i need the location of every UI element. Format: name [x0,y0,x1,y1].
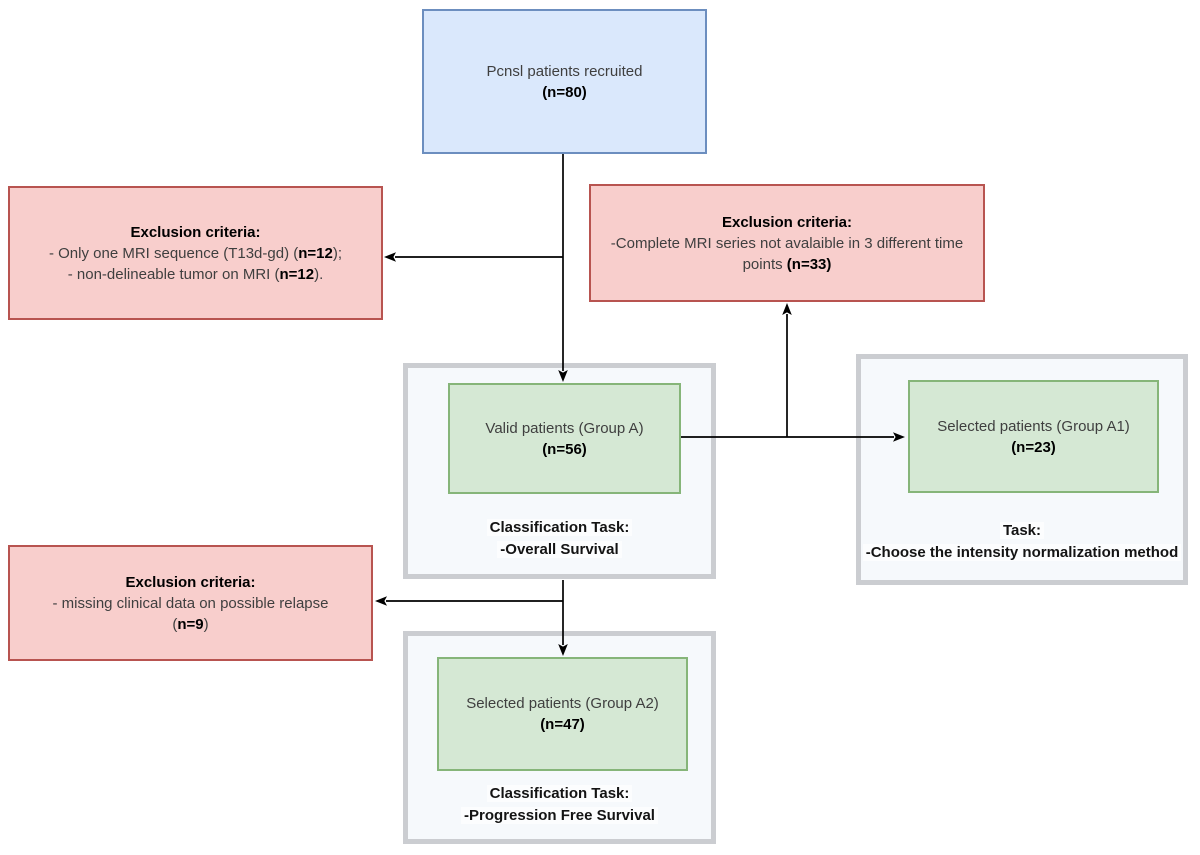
exclusion-item: - missing clinical data on possible rela… [52,594,329,612]
exclusion-item-text: ); [332,244,343,262]
exclusion-item: -Complete MRI series not avalaible in 3 … [597,233,977,275]
caption-body: -Overall Survival [408,539,711,561]
caption-body-text: -Overall Survival [497,541,622,558]
node-group-a1: Selected patients (Group A1) (n=23) [908,380,1159,493]
exclusion-item: - non-delineable tumor on MRI (n=12). [68,264,324,285]
node-exclusion-bottom-left: Exclusion criteria: - missing clinical d… [8,545,373,661]
caption-title: Classification Task: [408,783,711,805]
node-group-a2-label: Selected patients (Group A2) [466,695,659,712]
exclusion-item-text: - Only one MRI sequence (T13d-gd) ( [48,244,299,262]
node-group-a1-label: Selected patients (Group A1) [937,417,1130,435]
exclusion-item: (n=9) [172,614,208,635]
exclusion-item-count: n=12 [298,244,333,262]
caption-body: -Progression Free Survival [408,805,711,827]
node-exclusion-top-left: Exclusion criteria: - Only one MRI seque… [8,186,383,320]
caption-body-text: -Progression Free Survival [461,807,658,824]
node-group-a1-count: (n=23) [1011,438,1056,456]
exclusion-title: Exclusion criteria: [130,223,261,241]
caption-title-text: Task: [999,522,1045,539]
caption-body: -Choose the intensity normalization meth… [861,542,1183,564]
caption-body-text: -Choose the intensity normalization meth… [862,544,1182,561]
exclusion-item-count: n=12 [279,265,315,283]
exclusion-item-text: - non-delineable tumor on MRI ( [67,265,280,283]
exclusion-item-text: -Complete MRI series not avalaible in 3 … [610,234,964,273]
group-a2-panel: Selected patients (Group A2) (n=47) Clas… [403,631,716,844]
exclusion-item-text: ) [203,615,209,633]
group-a2-caption: Classification Task: -Progression Free S… [408,783,711,827]
node-recruited-count: (n=80) [542,83,587,101]
group-a-panel: Valid patients (Group A) (n=56) Classifi… [403,363,716,579]
exclusion-item: - Only one MRI sequence (T13d-gd) (n=12)… [49,243,342,264]
group-a-caption: Classification Task: -Overall Survival [408,517,711,561]
node-group-a2: Selected patients (Group A2) (n=47) [437,657,688,771]
caption-title-text: Classification Task: [486,785,633,802]
node-group-a2-count: (n=47) [540,716,585,733]
node-recruited-label: Pcnsl patients recruited [486,62,643,80]
node-exclusion-top-right: Exclusion criteria: -Complete MRI series… [589,184,985,302]
exclusion-item-text: ( [172,615,178,633]
caption-title: Task: [861,520,1183,542]
exclusion-item-count: (n=33) [786,255,832,273]
group-a1-panel: Selected patients (Group A1) (n=23) Task… [856,354,1188,585]
node-recruited: Pcnsl patients recruited (n=80) [422,9,707,154]
exclusion-title: Exclusion criteria: [125,573,256,591]
exclusion-item-count: n=9 [177,615,204,633]
caption-title-text: Classification Task: [486,519,633,536]
caption-title: Classification Task: [408,517,711,539]
group-a1-caption: Task: -Choose the intensity normalizatio… [861,520,1183,564]
exclusion-title: Exclusion criteria: [721,213,853,231]
exclusion-item-text: ). [314,265,324,283]
node-group-a-count: (n=56) [542,440,587,458]
node-group-a-label: Valid patients (Group A) [485,419,644,437]
node-group-a: Valid patients (Group A) (n=56) [448,383,681,494]
